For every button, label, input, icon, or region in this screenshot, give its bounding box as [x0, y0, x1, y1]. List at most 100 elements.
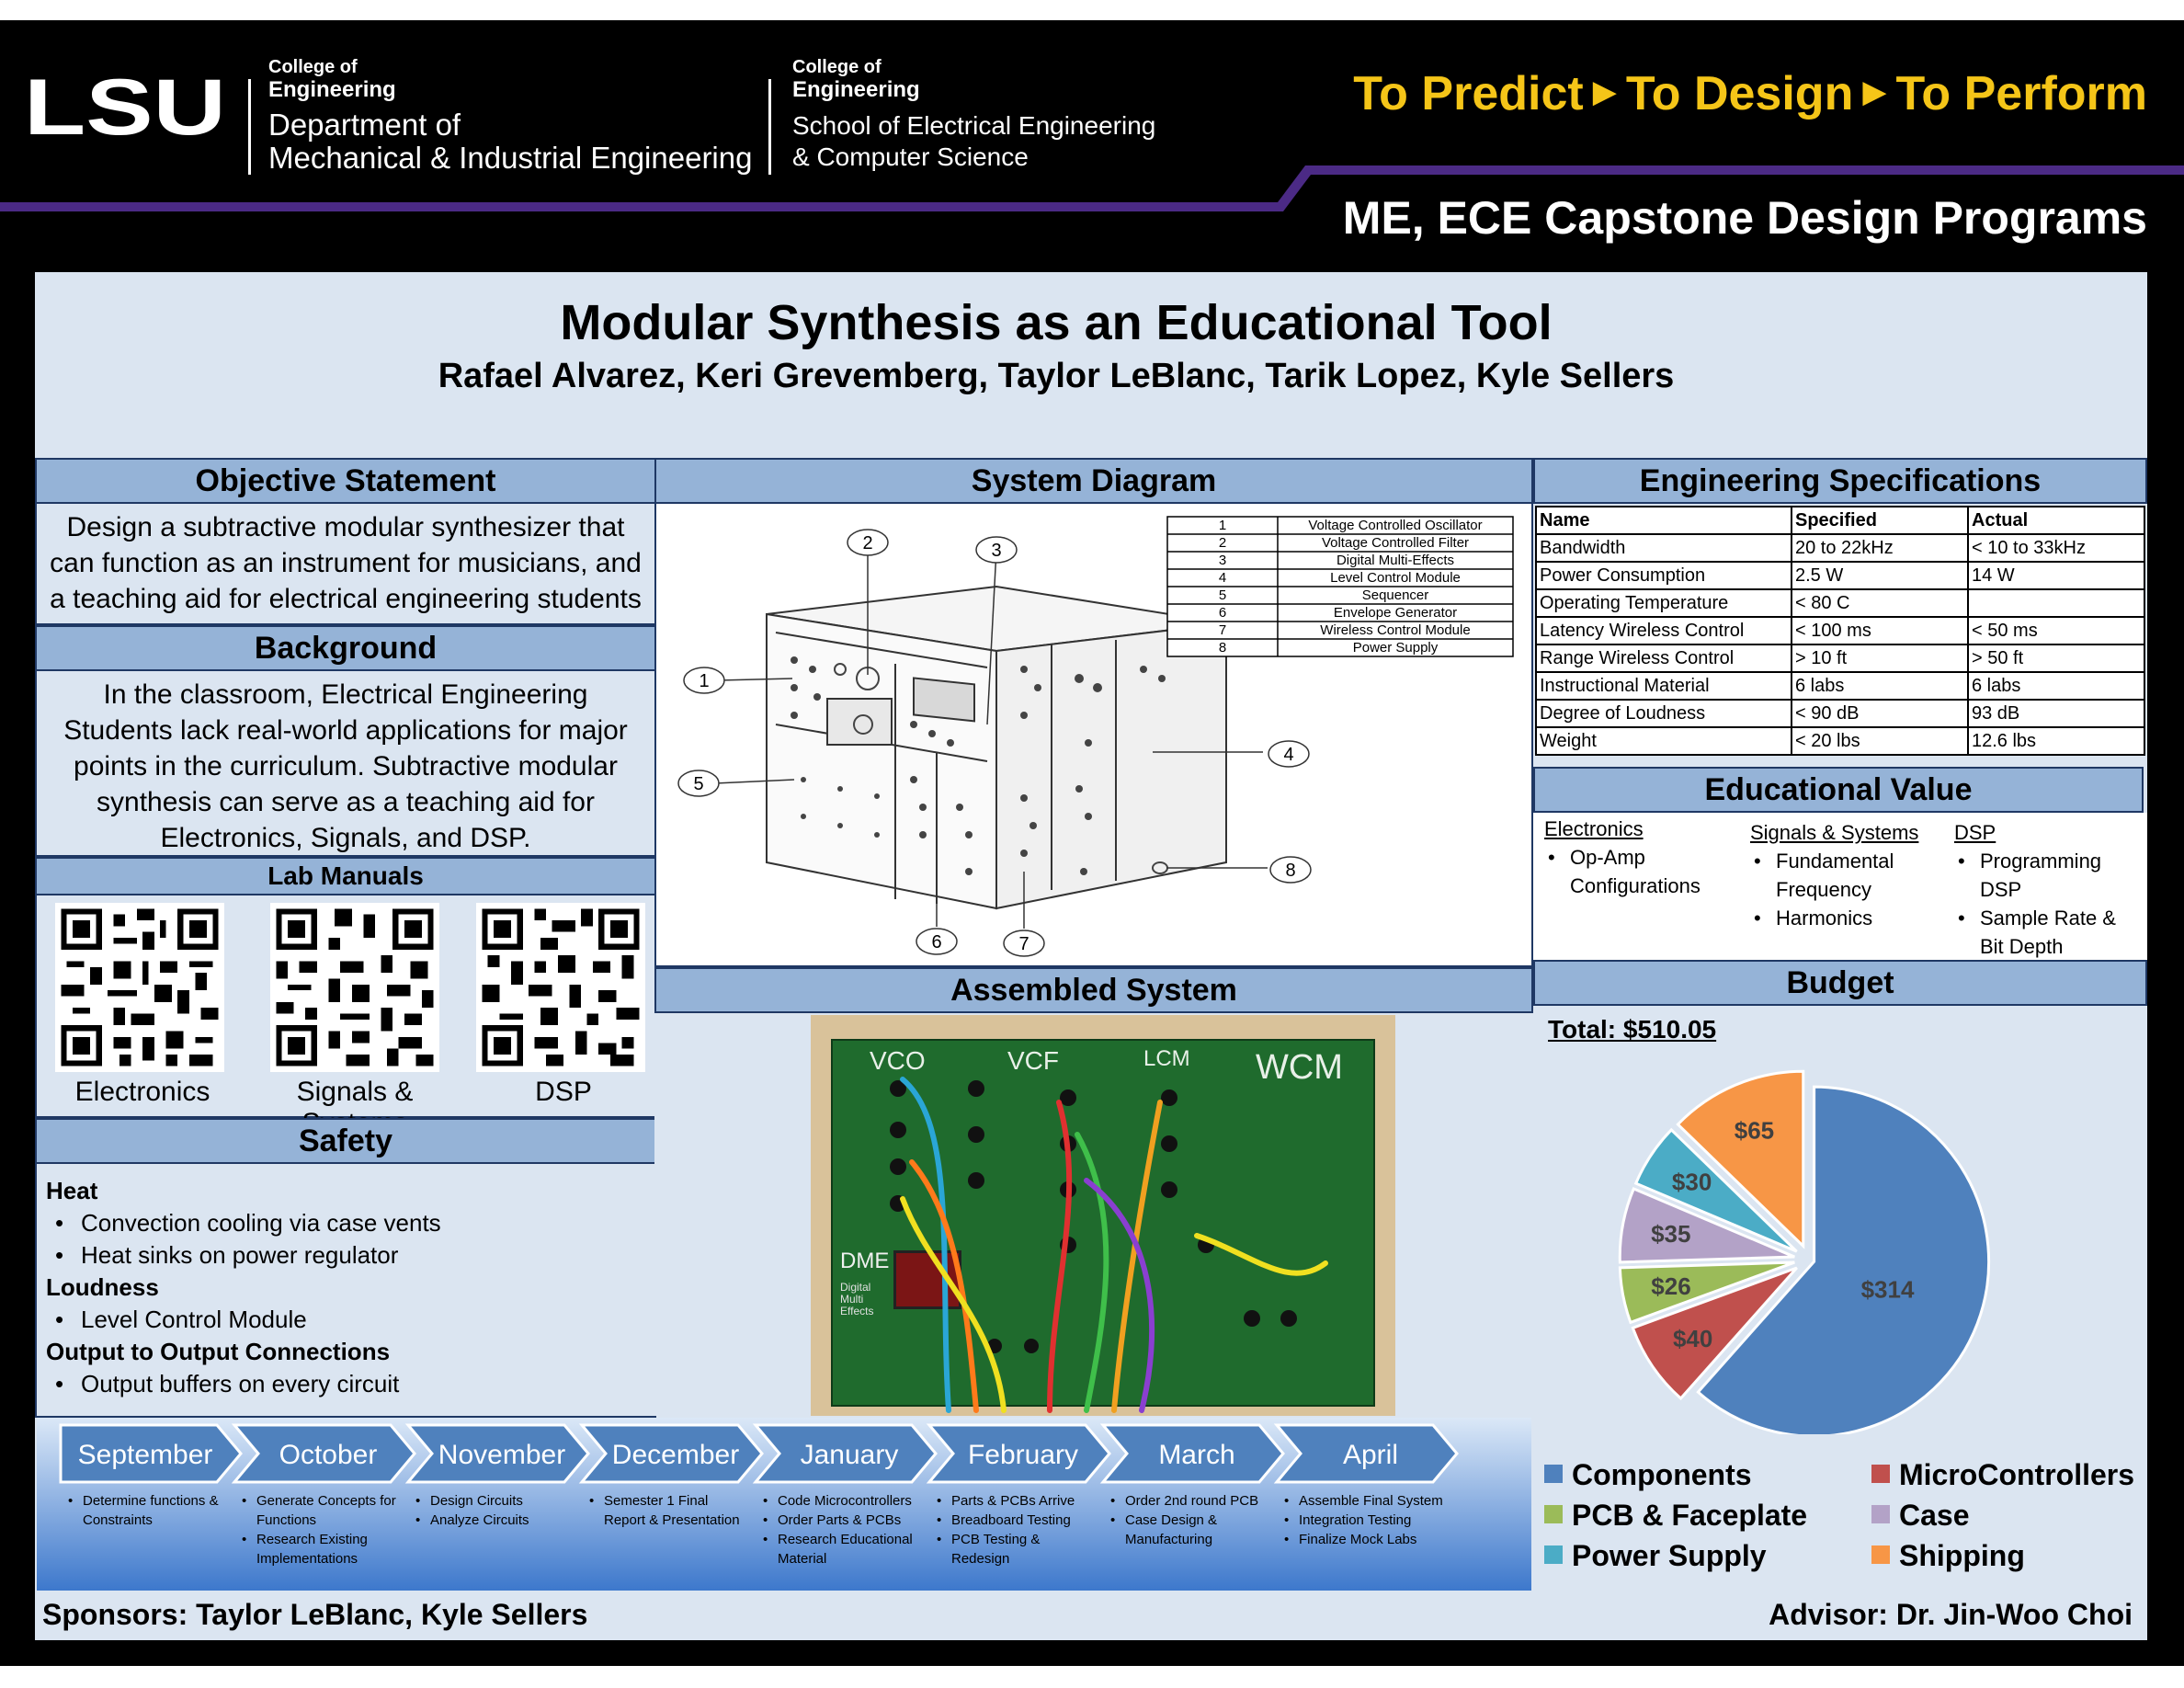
lab-manual-signals[interactable]: Signals & Systems: [263, 903, 447, 1139]
timeline-month-notes: Order 2nd round PCBCase Design & Manufac…: [1110, 1491, 1272, 1549]
table-cell: Bandwidth: [1535, 533, 1792, 563]
diagram-legend-label: Wireless Control Module: [1320, 622, 1470, 638]
budget-header: Budget: [1533, 960, 2147, 1006]
table-cell: Latency Wireless Control: [1535, 616, 1792, 645]
tagline-design: To Design: [1625, 67, 1854, 120]
module-label-vco: VCO: [870, 1046, 926, 1075]
timeline-month-label: November: [438, 1440, 565, 1470]
patch-cables: [890, 1077, 1328, 1413]
lab-manual-label: Electronics: [74, 1077, 210, 1107]
timeline-note: Order Parts & PCBs: [763, 1511, 925, 1530]
pie-slice-case: [1618, 1187, 1795, 1264]
specs-header: Engineering Specifications: [1533, 458, 2147, 504]
table-cell: Instructional Material: [1535, 671, 1792, 701]
diagram-legend-number: 8: [1219, 640, 1226, 656]
table-cell: < 100 ms: [1791, 616, 1969, 645]
table-cell: < 90 dB: [1791, 699, 1969, 728]
qr-code-icon: [270, 903, 439, 1072]
svg-text:2: 2: [862, 533, 872, 553]
pie-slice-shipping: [1676, 1069, 1805, 1249]
timeline-month-notes: Semester 1 Final Report & Presentation: [589, 1491, 751, 1530]
poster-title: Modular Synthesis as an Educational Tool: [560, 295, 1553, 350]
table-cell: Operating Temperature: [1535, 588, 1792, 618]
timeline-chevron: [578, 1423, 764, 1484]
safety-group-title: Loudness: [46, 1273, 159, 1301]
svg-text:6: 6: [931, 932, 941, 952]
diagram-legend-label: Voltage Controlled Oscillator: [1308, 518, 1482, 533]
timeline-notes: Determine functions & Constraints Generat…: [37, 1491, 1531, 1589]
budget-total: Total: $510.05: [1548, 1015, 1717, 1044]
legend-swatch: [1871, 1465, 1890, 1483]
timeline-note: Order 2nd round PCB: [1110, 1491, 1272, 1511]
table-cell: > 50 ft: [1967, 644, 2145, 673]
diagram-legend-label: Power Supply: [1353, 640, 1439, 656]
timeline-note: Research Educational Material: [763, 1530, 925, 1568]
timeline-note: Research Existing Implementations: [242, 1530, 404, 1568]
school-line2: & Computer Science: [792, 143, 1029, 171]
timeline-month-label: April: [1343, 1440, 1398, 1470]
table-cell: Power Consumption: [1535, 561, 1792, 590]
lab-manuals-body: Electronics Signals & Systems: [35, 895, 656, 1138]
qr-code-icon: [55, 903, 224, 1072]
table-row: Range Wireless Control> 10 ft> 50 ft: [1535, 644, 2145, 673]
legend-label: Power Supply: [1572, 1539, 1767, 1572]
table-cell: 6 labs: [1967, 671, 2145, 701]
legend-item-pcb: PCB & Faceplate: [1544, 1499, 1807, 1533]
edu-column-title: DSP: [1954, 821, 1996, 844]
timeline-note: Case Design & Manufacturing: [1110, 1511, 1272, 1549]
lab-manual-dsp[interactable]: DSP: [476, 903, 651, 1108]
timeline-month-notes: Determine functions & Constraints: [68, 1491, 230, 1530]
column-header: Specified: [1791, 506, 1969, 535]
background-text: In the classroom, Electrical Engineering…: [35, 671, 656, 857]
table-cell: Degree of Loudness: [1535, 699, 1792, 728]
legend-swatch: [1544, 1545, 1563, 1564]
engineering-label: Engineering: [792, 77, 920, 102]
safety-group-title: Output to Output Connections: [46, 1338, 391, 1365]
timeline-note: Semester 1 Final Report & Presentation: [589, 1491, 751, 1530]
timeline-month-notes: Assemble Final SystemIntegration Testing…: [1284, 1491, 1446, 1549]
lsu-logo-icon: LSU: [24, 63, 226, 152]
timeline-note: Generate Concepts for Functions: [242, 1491, 404, 1530]
table-cell: [1967, 588, 2145, 618]
table-cell: > 10 ft: [1791, 644, 1969, 673]
module-label-dme: DME: [840, 1249, 890, 1273]
column-header: Name: [1535, 506, 1792, 535]
timeline-month-label: September: [78, 1440, 213, 1470]
svg-text:7: 7: [1018, 934, 1029, 954]
table-cell: 6 labs: [1791, 671, 1969, 701]
table-header-row: Name Specified Actual: [1535, 506, 2145, 535]
timeline-chevron: [59, 1423, 243, 1484]
safety-item: Output buffers on every circuit: [46, 1368, 645, 1400]
svg-text:LSU: LSU: [24, 72, 226, 143]
lab-manual-electronics[interactable]: Electronics: [55, 903, 230, 1108]
pie-data-label: $40: [1673, 1325, 1712, 1352]
timeline-note: Code Microcontrollers: [763, 1491, 925, 1511]
table-cell: Range Wireless Control: [1535, 644, 1792, 673]
header-divider: [768, 79, 771, 175]
school-line1: School of Electrical Engineering: [792, 111, 1156, 140]
safety-body: Heat Convection cooling via case vents H…: [35, 1164, 656, 1418]
advisor: Advisor: Dr. Jin-Woo Choi: [1769, 1598, 2133, 1631]
header-divider: [248, 79, 251, 175]
safety-header: Safety: [35, 1118, 656, 1164]
background-header: Background: [35, 625, 656, 671]
timeline-chevron: [1099, 1423, 1285, 1484]
edu-column-title: Signals & Systems: [1750, 821, 1919, 844]
timeline-note: PCB Testing & Redesign: [937, 1530, 1098, 1568]
module-label-dme-sub: Digital Multi Effects: [840, 1281, 874, 1317]
assembled-system-header: Assembled System: [654, 967, 1533, 1013]
edu-item: Sample Rate & Bit Depth: [1954, 904, 2138, 961]
edu-column-title: Electronics: [1544, 817, 1644, 840]
legend-swatch: [1544, 1465, 1563, 1483]
timeline-note: Analyze Circuits: [415, 1511, 577, 1530]
edu-item: Harmonics: [1750, 904, 1943, 932]
diagram-legend-number: 1: [1219, 518, 1226, 533]
diagram-legend-number: 7: [1219, 622, 1226, 638]
edu-column-dsp: DSP Programming DSP Sample Rate & Bit De…: [1954, 818, 2138, 961]
diagram-legend-number: 3: [1219, 553, 1226, 568]
svg-text:8: 8: [1285, 861, 1295, 881]
dept-line2: Mechanical & Industrial Engineering: [268, 141, 753, 175]
